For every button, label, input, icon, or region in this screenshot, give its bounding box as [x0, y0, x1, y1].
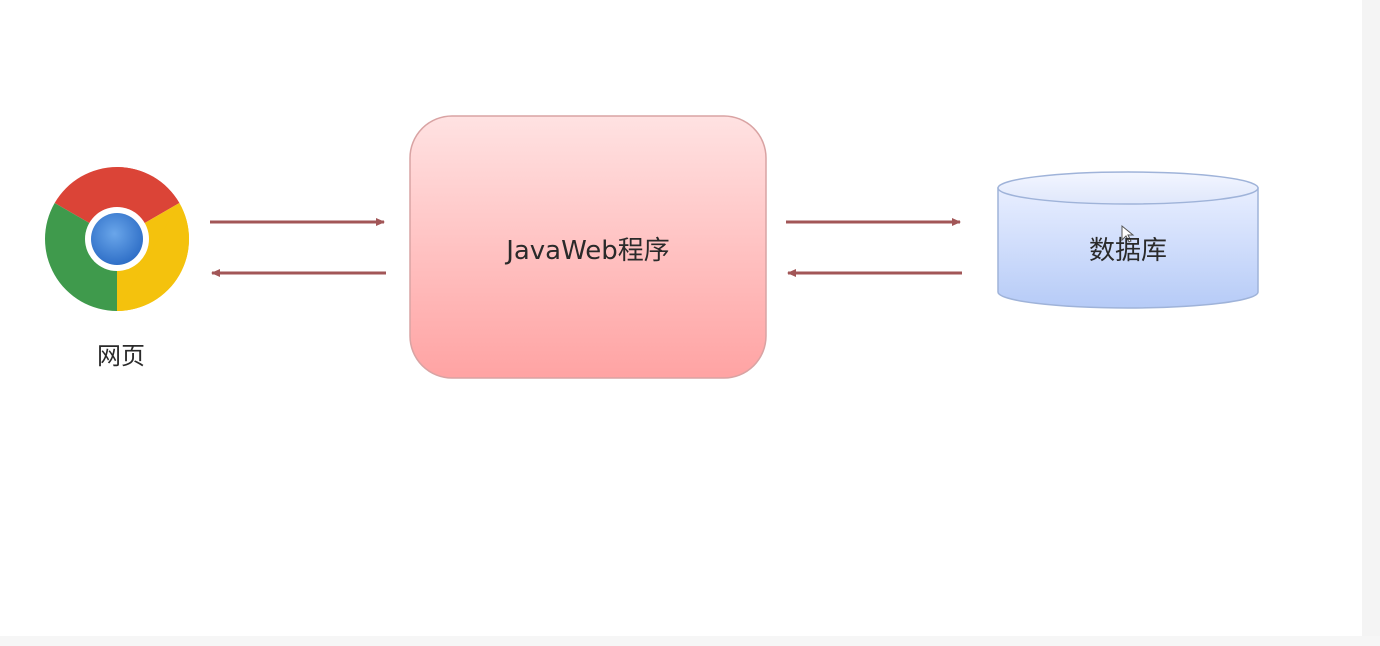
database-label: 数据库	[1088, 236, 1167, 266]
mouse-cursor-icon	[1121, 224, 1135, 243]
browser-label: 网页	[97, 342, 145, 370]
database-cylinder-icon	[997, 171, 1259, 309]
chrome-browser-icon	[45, 167, 189, 311]
javaweb-app-label: JavaWeb程序	[506, 236, 670, 266]
screen-edge-bottom	[0, 636, 1380, 646]
javaweb-app-box	[409, 115, 767, 379]
screen-edge-right	[1362, 0, 1380, 646]
